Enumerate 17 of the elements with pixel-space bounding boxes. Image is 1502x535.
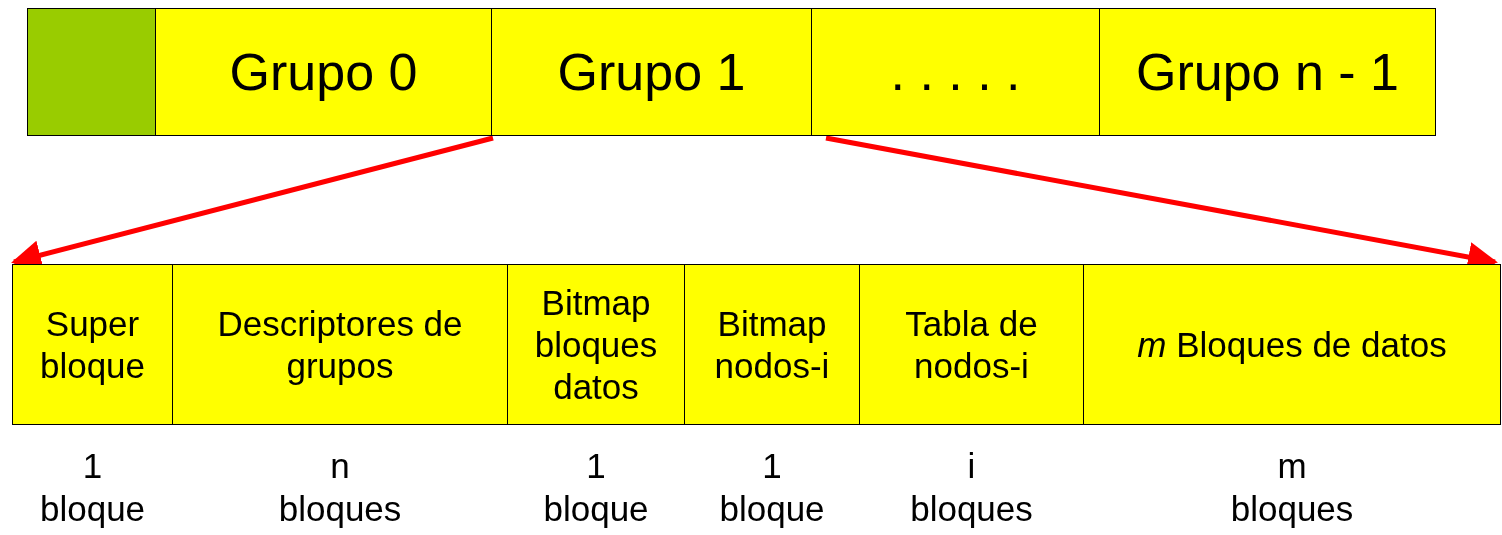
group-cell: Grupo 0 xyxy=(155,8,492,136)
block-count-label: 1 bloque xyxy=(39,445,146,530)
group-cell: Grupo 1 xyxy=(491,8,812,136)
block-cell: Bitmap nodos-i xyxy=(684,264,860,425)
block-cell: Tabla de nodos-i xyxy=(859,264,1084,425)
group-cell: . . . . . xyxy=(811,8,1100,136)
block-cell: Descriptores de grupos xyxy=(172,264,508,425)
filled-block xyxy=(27,8,156,136)
block-count-label: n bloques xyxy=(278,445,402,530)
block-count-label: i bloques xyxy=(910,445,1033,530)
block-cell: m Bloques de datos xyxy=(1083,264,1501,425)
block-cell: Super bloque xyxy=(12,264,173,425)
group-cell: Grupo n - 1 xyxy=(1099,8,1436,136)
block-cell: Bitmap bloques datos xyxy=(507,264,685,425)
block-count-label: 1 bloque xyxy=(719,445,825,530)
block-count-label: 1 bloque xyxy=(543,445,649,530)
block-count-label: m bloques xyxy=(1230,445,1354,530)
